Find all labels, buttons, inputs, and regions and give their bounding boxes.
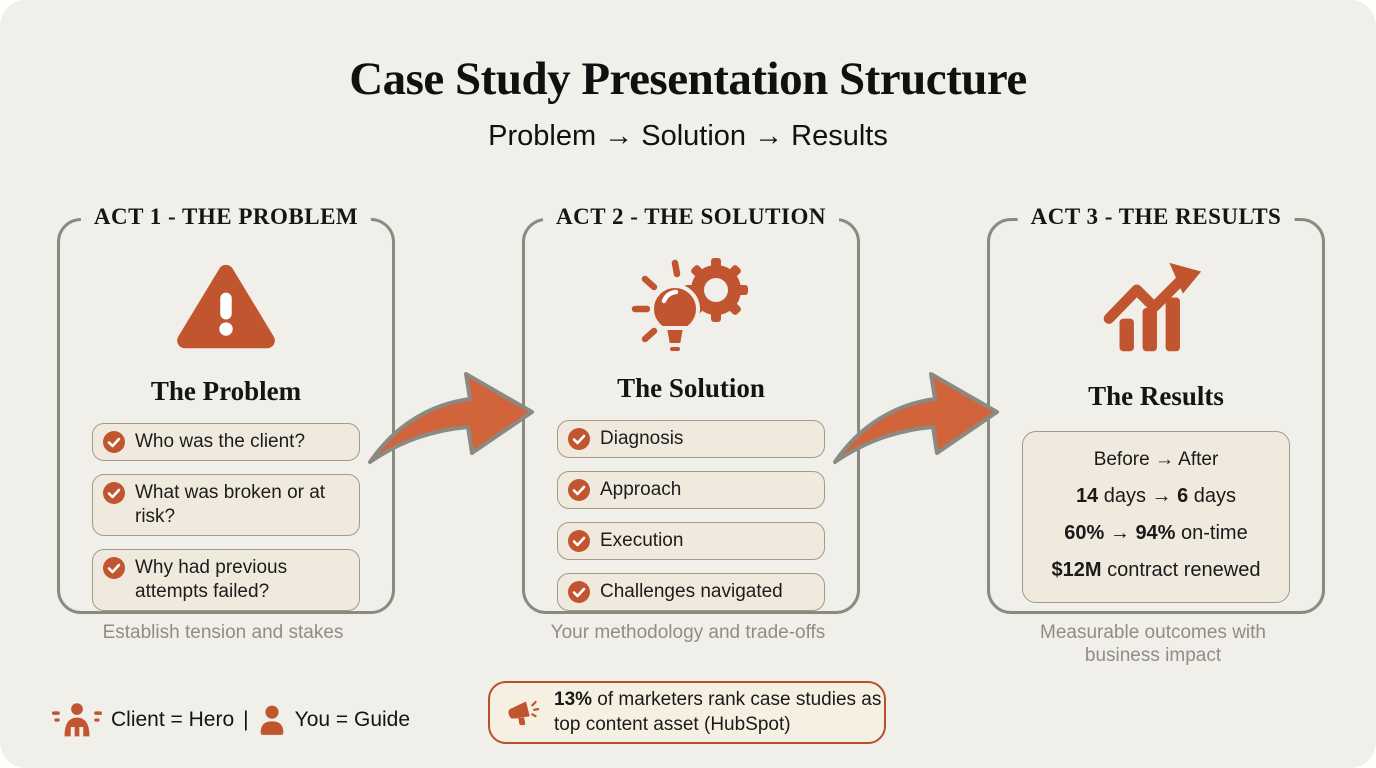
list-item-label: What was broken or at risk? [135,482,326,528]
check-icon [568,581,590,604]
panel-problem-label: ACT 1 - THE PROBLEM [80,204,372,230]
list-item-label: Challenges navigated [600,581,783,603]
results-line: $12M contract renewed [1051,559,1261,581]
results-header: Before → After [1093,449,1219,470]
list-item: Who was the client? [92,423,360,462]
page-subtitle: Problem → Solution → Results [488,120,888,152]
growth-chart-icon [1101,243,1211,375]
check-icon [568,530,590,553]
list-item-label: Approach [600,479,682,501]
list-item: Execution [557,522,825,561]
panel-results-label: ACT 3 - THE RESULTS [1017,204,1295,230]
list-item: Challenges navigated [557,573,825,611]
list-item: Why had previous attempts failed? [92,549,360,611]
panel-results: ACT 3 - THE RESULTS The Results Before →… [987,204,1325,614]
check-icon [568,428,590,451]
stat-callout: 13% of marketers rank case studies as to… [488,681,886,744]
check-icon [568,479,590,502]
panel-problem-heading: The Problem [150,375,302,406]
megaphone-icon [508,700,540,725]
results-line: 14 days → 6 days [1075,485,1237,507]
list-item: Approach [557,471,825,510]
flow-arrow-icon [833,372,999,464]
hero-icon [52,703,102,738]
panel-results-heading: The Results [1088,380,1224,411]
page-title: Case Study Presentation Structure [349,53,1027,105]
results-line: 60% → 94% on-time [1064,522,1248,544]
results-box: Before → After 14 days → 6 days 60% → 94… [1022,431,1290,603]
panel-problem: ACT 1 - THE PROBLEM The Problem Who was … [57,204,395,614]
check-icon [103,431,125,454]
legend-client-label: Client = Hero [111,708,235,731]
lightbulb-gear-icon [628,243,754,368]
legend-separator: | [243,708,249,731]
solution-items: Diagnosis Approach Execution Challenges … [557,420,825,611]
stat-text: 13% of marketers rank case studies as to… [554,688,882,735]
panel-solution: ACT 2 - THE SOLUTION [522,204,860,614]
check-icon [103,482,125,505]
warning-triangle-icon [176,243,276,371]
list-item: What was broken or at risk? [92,474,360,537]
list-item-label: Diagnosis [600,428,684,450]
panel-problem-caption: Establish tension and stakes [102,622,344,643]
list-item: Diagnosis [557,420,825,459]
guide-icon [260,705,283,735]
panel-results-caption: Measurable outcomes with business impact [1040,622,1266,667]
legend-you-label: You = Guide [294,708,411,731]
list-item-label: Who was the client? [135,431,306,453]
problem-items: Who was the client? What was broken or a… [92,423,360,611]
roles-legend: Client = Hero | You = Guide [52,697,410,743]
panel-solution-caption: Your methodology and trade-offs [550,622,826,643]
list-item-label: Execution [600,530,684,552]
panel-solution-heading: The Solution [617,372,765,403]
panel-solution-label: ACT 2 - THE SOLUTION [543,204,839,230]
list-item-label: Why had previous attempts failed? [135,557,288,603]
check-icon [103,557,125,580]
flow-arrow-icon [368,372,534,464]
